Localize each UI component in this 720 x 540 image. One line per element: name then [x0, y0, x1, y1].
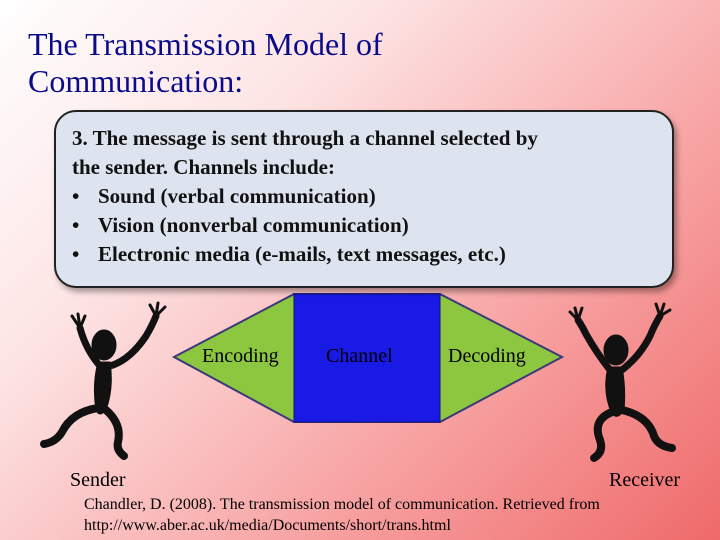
callout-bullet-vision: • Vision (nonverbal communication) — [72, 211, 658, 240]
callout-line-1: 3. The message is sent through a channel… — [72, 126, 538, 150]
citation-line-1: Chandler, D. (2008). The transmission mo… — [84, 496, 600, 513]
channel-label: Channel — [326, 345, 393, 367]
callout-bullet-electronic: • Electronic media (e-mails, text messag… — [72, 240, 658, 269]
bullet-text: Sound (verbal communication) — [98, 184, 376, 208]
bullet-text: Electronic media (e-mails, text messages… — [98, 242, 506, 266]
slide-title: The Transmission Model of Communication: — [28, 26, 628, 100]
citation-line-2: http://www.aber.ac.uk/media/Documents/sh… — [84, 517, 451, 534]
sender-figure — [40, 301, 167, 460]
channel-block — [293, 293, 441, 423]
bullet-glyph: • — [72, 184, 80, 208]
bullet-glyph: • — [72, 242, 80, 266]
callout-bullet-sound: • Sound (verbal communication) — [72, 182, 658, 211]
decoding-label: Decoding — [448, 345, 526, 367]
bullet-text: Vision (nonverbal communication) — [98, 213, 409, 237]
citation: Chandler, D. (2008). The transmission mo… — [84, 494, 704, 536]
receiver-label: Receiver — [609, 469, 681, 491]
encoding-label: Encoding — [202, 345, 279, 367]
receiver-figure — [568, 302, 676, 462]
bullet-glyph: • — [72, 213, 80, 237]
channel-callout: 3. The message is sent through a channel… — [54, 110, 674, 288]
callout-line-2: the sender. Channels include: — [72, 155, 335, 179]
sender-label: Sender — [70, 469, 126, 491]
title-line-2: Communication: — [28, 63, 244, 99]
title-line-1: The Transmission Model of — [28, 26, 383, 62]
